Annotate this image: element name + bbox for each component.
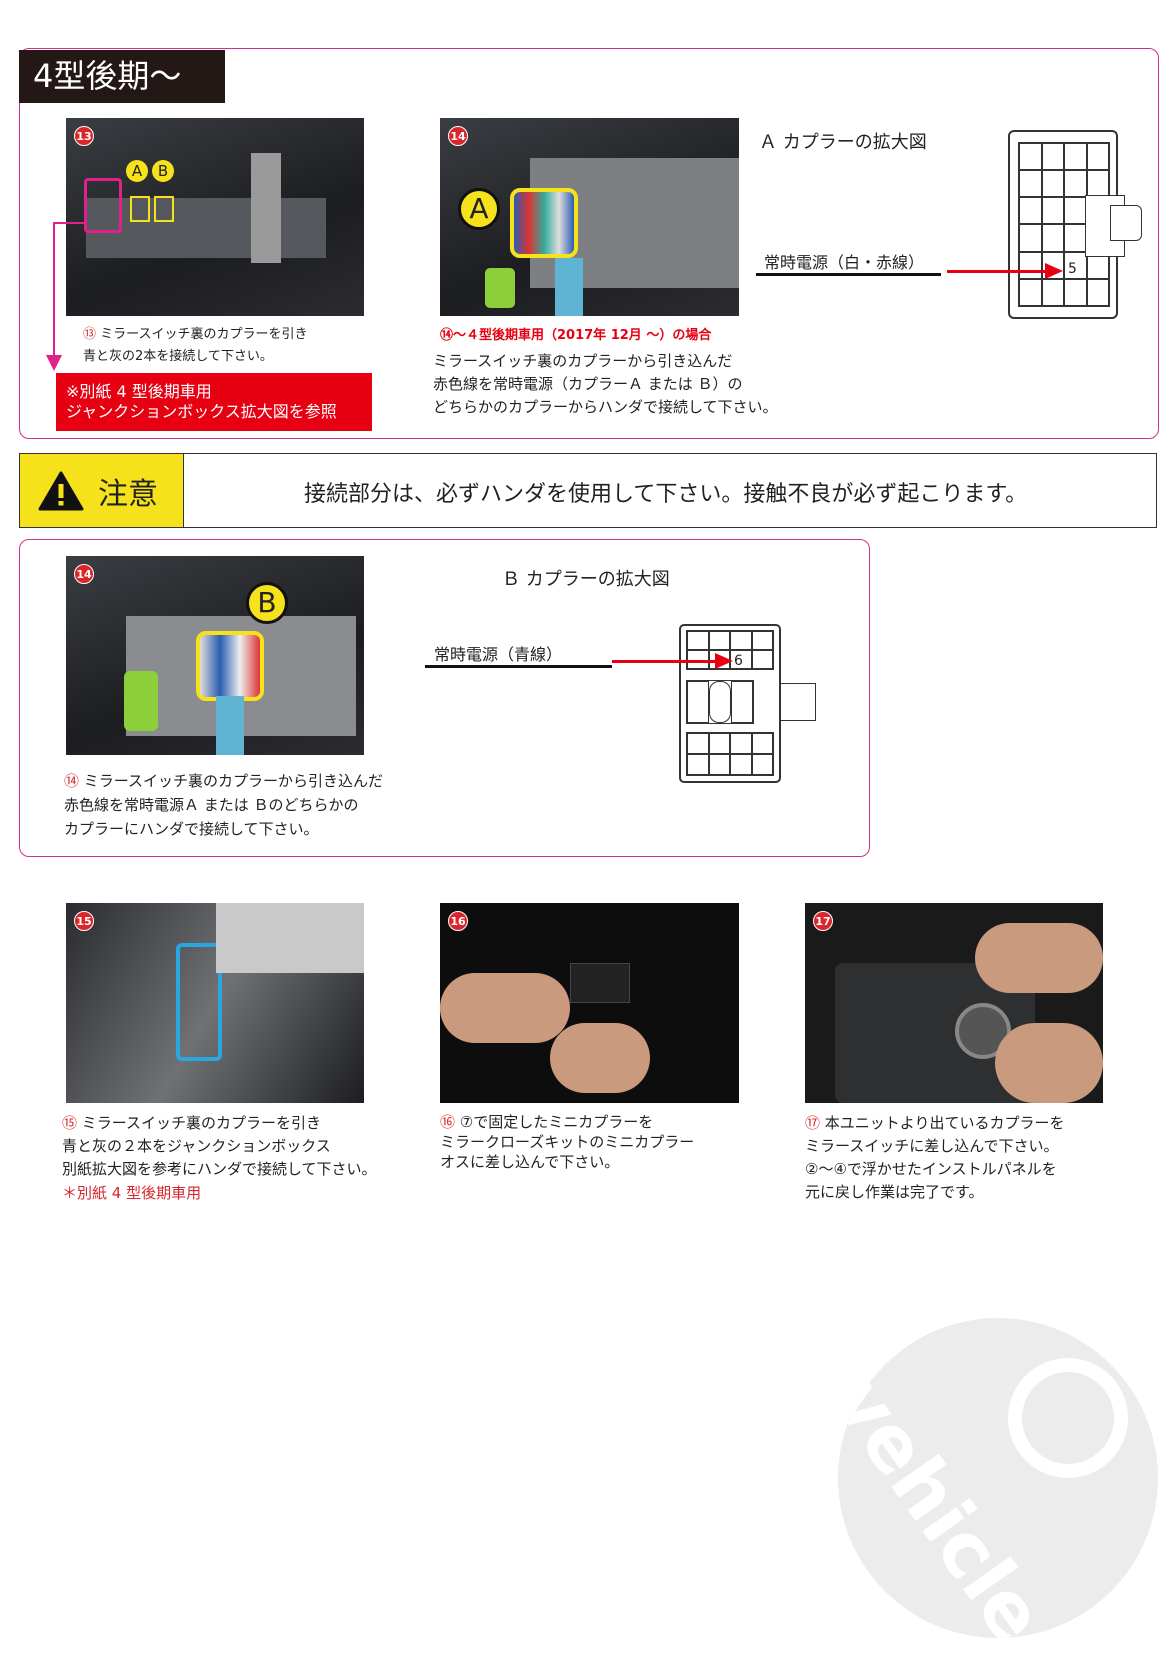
coupler-b-line-label: 常時電源（青線） [434,645,563,664]
photo-step-14-a: 14 A [440,118,739,316]
notice-box: ※別紙 4 型後期車用 ジャンクションボックス拡大図を参照 [56,373,372,431]
photo-step-15: 15 [66,903,364,1103]
caution-label-box: 注意 [19,453,184,528]
caution-label: 注意 [98,476,158,512]
caption-step-14: ミラースイッチ裏のカプラーから引き込んだ 赤色線を常時電源（カプラーＡ または … [433,352,778,416]
red-arrow-head-icon [715,653,733,669]
label-a: A [458,188,500,230]
pin-6-label: 6 [734,653,743,669]
caption-step-16: ⑯ ⑦で固定したミニカプラーを ミラークローズキットのミニカプラー オスに差し込… [440,1113,695,1171]
highlight-magenta [84,178,122,233]
photo-step-17: 17 [805,903,1103,1103]
coupler-b-title: Ｂ カプラーの拡大図 [502,569,670,590]
coupler-a-title: Ａ カプラーの拡大図 [759,132,927,153]
section-coupler-b [19,539,870,857]
label-b: B [246,582,288,624]
arrow-line [53,222,55,357]
caption-14-title: ⑭〜４型後期車用（2017年 12月 〜）の場合 [440,328,712,343]
caption-step-13: ⑬ ミラースイッチ裏のカプラーを引き 青と灰の2本を接続して下さい。 [83,327,308,364]
arrow-head-icon [46,355,62,371]
watermark-logo: vehicle [838,1318,1158,1638]
red-arrow-line [612,660,717,663]
photo-step-14-b: 14 B [66,556,364,755]
label-b: B [152,160,174,182]
leader-line [425,665,612,668]
caption-step-17: ⑰ 本ユニットより出ているカプラーを ミラースイッチに差し込んで下さい。 ②〜④… [805,1114,1065,1201]
leader-line [756,273,941,276]
section-title: 4型後期〜 [19,50,225,103]
caution-text: 接続部分は、必ずハンダを使用して下さい。接触不良が必ず起こります。 [304,482,1028,507]
section-4gata-kouki [19,48,1159,439]
caption-step-15-note: ＊別紙 4 型後期車用 [62,1184,202,1202]
red-arrow-head-icon [1045,263,1063,279]
caption-step-14-b: ⑭ ミラースイッチ裏のカプラーから引き込んだ 赤色線を常時電源Ａ または Ｂのど… [64,772,384,838]
pin-5-label: 5 [1068,261,1077,277]
red-arrow-line [947,270,1047,273]
photo-step-16: 16 [440,903,739,1103]
label-a: A [126,160,148,182]
caption-step-15: ⑮ ミラースイッチ裏のカプラーを引き 青と灰の２本をジャンクションボックス 別紙… [62,1114,377,1178]
photo-step-13: 13 A B [66,118,364,316]
arrow-line [54,222,86,224]
coupler-a-line-label: 常時電源（白・赤線） [764,253,925,272]
warning-icon [38,471,84,510]
